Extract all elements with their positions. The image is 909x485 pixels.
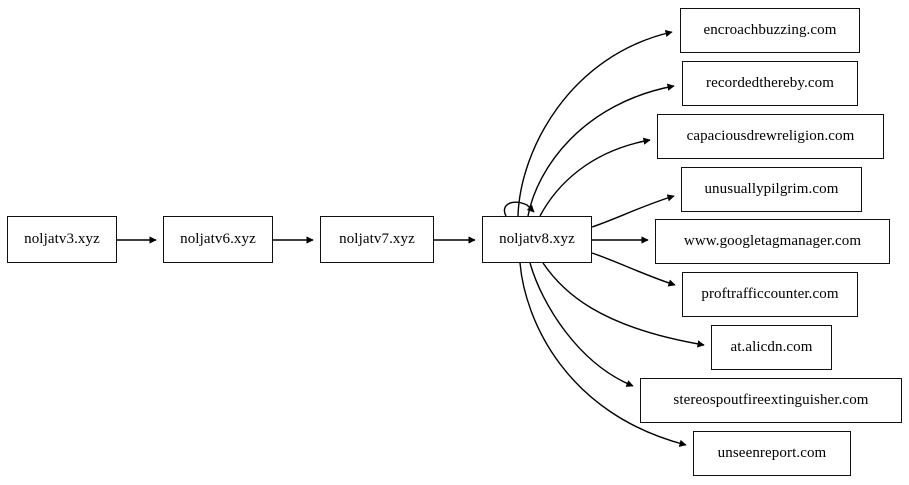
edge-noljatv8-capacious	[539, 137, 651, 217]
node-unseenreport[interactable]: unseenreport.com	[693, 431, 851, 476]
node-label: noljatv8.xyz	[499, 231, 575, 247]
node-label: at.alicdn.com	[730, 339, 813, 355]
node-label: noljatv3.xyz	[24, 231, 100, 247]
node-label: proftrafficcounter.com	[701, 286, 839, 302]
node-encroachbuzzing[interactable]: encroachbuzzing.com	[680, 8, 860, 53]
node-noljatv7[interactable]: noljatv7.xyz	[320, 216, 434, 263]
node-label: unseenreport.com	[717, 445, 827, 461]
node-label: noljatv7.xyz	[339, 231, 415, 247]
node-label: encroachbuzzing.com	[703, 22, 837, 38]
edge-noljatv8-recorded	[527, 83, 675, 217]
node-unusuallypilgrim[interactable]: unusuallypilgrim.com	[681, 167, 862, 212]
node-noljatv6[interactable]: noljatv6.xyz	[163, 216, 273, 263]
node-label: capaciousdrewreligion.com	[686, 128, 855, 144]
edge-backlink-into-noljatv8	[503, 201, 535, 217]
node-stereospoutfireextinguisher[interactable]: stereospoutfireextinguisher.com	[640, 378, 902, 423]
node-label: noljatv6.xyz	[180, 231, 256, 247]
node-recordedthereby[interactable]: recordedthereby.com	[682, 61, 858, 106]
node-proftrafficcounter[interactable]: proftrafficcounter.com	[682, 272, 858, 317]
edge-noljatv8-encroach	[517, 29, 673, 217]
edge-noljatv8-alicdn	[542, 262, 705, 348]
node-label: recordedthereby.com	[706, 75, 834, 91]
node-noljatv3[interactable]: noljatv3.xyz	[7, 216, 117, 263]
node-label: unusuallypilgrim.com	[704, 181, 839, 197]
node-noljatv8[interactable]: noljatv8.xyz	[482, 216, 592, 263]
node-capaciousdrewreligion[interactable]: capaciousdrewreligion.com	[657, 114, 884, 159]
node-label: stereospoutfireextinguisher.com	[673, 392, 869, 408]
node-label: www.googletagmanager.com	[683, 233, 862, 249]
edge-noljatv8-stereospout	[529, 262, 634, 387]
node-www-googletagmanager[interactable]: www.googletagmanager.com	[655, 219, 890, 264]
node-at-alicdn[interactable]: at.alicdn.com	[711, 325, 832, 370]
